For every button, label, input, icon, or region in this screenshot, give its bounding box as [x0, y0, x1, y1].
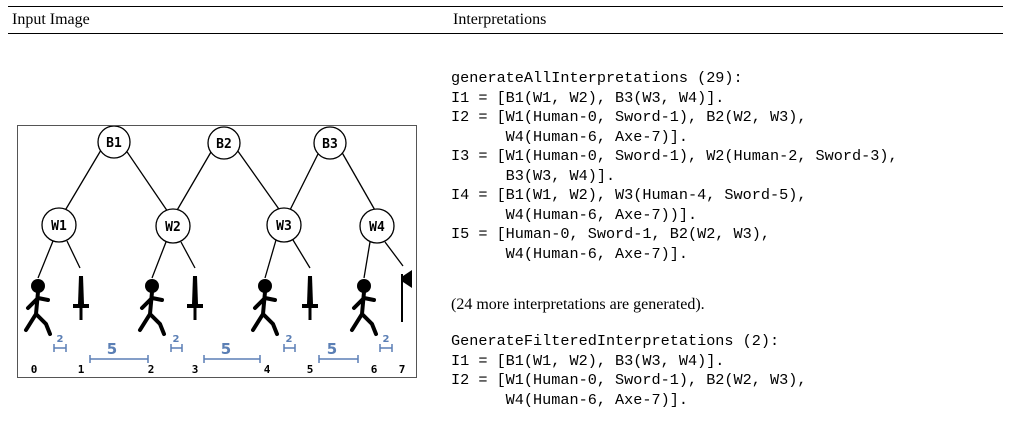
sword-3-icon — [187, 276, 203, 320]
code-line: I1 = [B1(W1, W2), B3(W3, W4)]. — [451, 351, 725, 370]
human-4-icon — [251, 279, 279, 336]
object-index: 4 — [264, 363, 271, 376]
object-index: 0 — [31, 363, 38, 376]
axe-7-icon — [401, 270, 412, 322]
code-line: I5 = [Human-0, Sword-1, B2(W2, W3), — [451, 225, 770, 243]
code-line: W4(Human-6, Axe-7))]. — [451, 205, 698, 224]
human-6-icon — [350, 279, 378, 336]
gap-label: 2 — [383, 334, 390, 345]
node-w2: W2 — [155, 208, 191, 244]
code-line: I4 = [B1(W1, W2), W3(Human-4, Sword-5), — [451, 186, 807, 204]
gap-label: 2 — [57, 334, 64, 345]
node-b3-label: B3 — [322, 137, 338, 152]
node-b2-label: B2 — [216, 137, 232, 152]
object-index: 6 — [371, 363, 378, 376]
object-index: 5 — [307, 363, 314, 376]
object-index: 7 — [399, 363, 406, 376]
code-line: B3(W3, W4)]. — [451, 166, 616, 185]
distance-markers — [53, 344, 393, 363]
scene-diagram: B1 B2 B3 W1 W2 W3 W4 — [24, 126, 412, 376]
gap-label: 5 — [327, 340, 337, 358]
code-line: I2 = [W1(Human-0, Sword-1), B2(W2, W3), — [451, 108, 807, 126]
object-index: 2 — [148, 363, 155, 376]
node-b2: B2 — [207, 126, 241, 160]
code-line: I1 = [B1(W1, W2), B3(W3, W4)]. — [451, 88, 725, 107]
node-w3-label: W3 — [276, 219, 292, 234]
node-w3: W3 — [266, 207, 302, 243]
input-image-figure: B1 B2 B3 W1 W2 W3 W4 — [17, 125, 417, 378]
table-header-rule — [8, 33, 1003, 34]
more-interpretations-note: (24 more interpretations are generated). — [451, 296, 705, 313]
code-line: W4(Human-6, Axe-7)]. — [451, 127, 688, 146]
code-line: generateAllInterpretations (29): — [451, 69, 743, 87]
node-b1-label: B1 — [106, 136, 122, 151]
code-line: I3 = [W1(Human-0, Sword-1), W2(Human-2, … — [451, 147, 898, 165]
human-2-icon — [138, 279, 166, 336]
gap-label: 5 — [107, 340, 117, 358]
distance-labels: 2 5 2 5 2 5 2 — [57, 334, 390, 358]
object-index: 3 — [192, 363, 199, 376]
gap-label: 2 — [286, 334, 293, 345]
node-b3: B3 — [313, 126, 347, 160]
node-w4: W4 — [359, 208, 395, 244]
node-b1: B1 — [97, 126, 131, 159]
node-w1: W1 — [41, 207, 77, 243]
all-interpretations-code: generateAllInterpretations (29): I1 = [B… — [451, 69, 898, 264]
object-index: 1 — [78, 363, 85, 376]
node-w1-label: W1 — [51, 219, 67, 234]
gap-label: 2 — [173, 334, 180, 345]
table-top-rule — [8, 6, 1003, 7]
sword-5-icon — [302, 276, 318, 320]
node-w2-label: W2 — [165, 220, 181, 235]
code-line: I2 = [W1(Human-0, Sword-1), B2(W2, W3), — [451, 371, 807, 389]
node-w4-label: W4 — [369, 220, 385, 235]
code-line: W4(Human-6, Axe-7)]. — [451, 390, 688, 409]
filtered-interpretations-code: GenerateFilteredInterpretations (2): I1 … — [451, 332, 806, 410]
column-header-input-image: Input Image — [12, 11, 90, 28]
object-indices: 0 1 2 3 4 5 6 7 — [31, 363, 406, 376]
gap-label: 5 — [221, 340, 231, 358]
tree-edges — [37, 139, 404, 279]
sword-1-icon — [73, 276, 89, 320]
human-0-icon — [24, 279, 52, 336]
code-line: W4(Human-6, Axe-7)]. — [451, 244, 688, 263]
column-header-interpretations: Interpretations — [453, 11, 547, 28]
code-line: GenerateFilteredInterpretations (2): — [451, 332, 780, 350]
